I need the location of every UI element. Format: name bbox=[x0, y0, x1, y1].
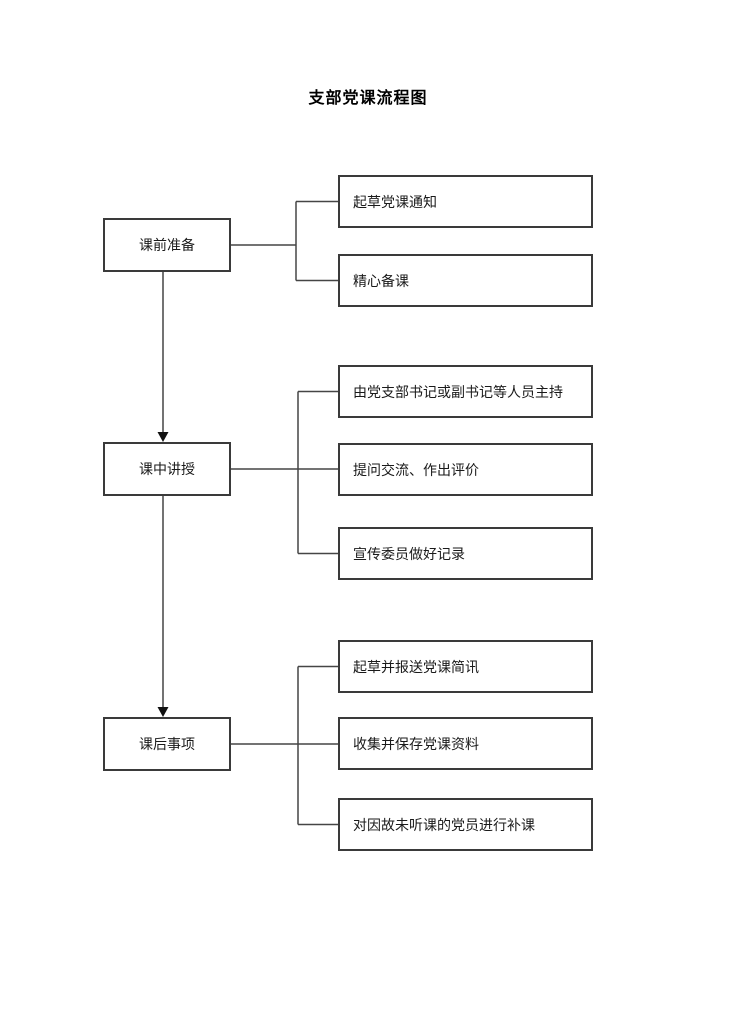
arrowhead-down-icon bbox=[157, 707, 169, 717]
flow-node-step: 收集并保存党课资料 bbox=[338, 717, 593, 770]
page-title: 支部党课流程图 bbox=[308, 90, 428, 107]
flow-node-stage-in-class: 课中讲授 bbox=[103, 442, 231, 496]
arrowhead-down-icon bbox=[157, 432, 169, 442]
flow-node-step: 起草党课通知 bbox=[338, 175, 593, 228]
flow-node-stage-pre-class: 课前准备 bbox=[103, 218, 231, 272]
flow-node-step: 起草并报送党课简讯 bbox=[338, 640, 593, 693]
flow-node-step: 对因故未听课的党员进行补课 bbox=[338, 798, 593, 851]
flow-node-stage-post-class: 课后事项 bbox=[103, 717, 231, 771]
flow-node-step: 精心备课 bbox=[338, 254, 593, 307]
flow-node-step: 由党支部书记或副书记等人员主持 bbox=[338, 365, 593, 418]
flow-node-step: 宣传委员做好记录 bbox=[338, 527, 593, 580]
flow-node-step: 提问交流、作出评价 bbox=[338, 443, 593, 496]
